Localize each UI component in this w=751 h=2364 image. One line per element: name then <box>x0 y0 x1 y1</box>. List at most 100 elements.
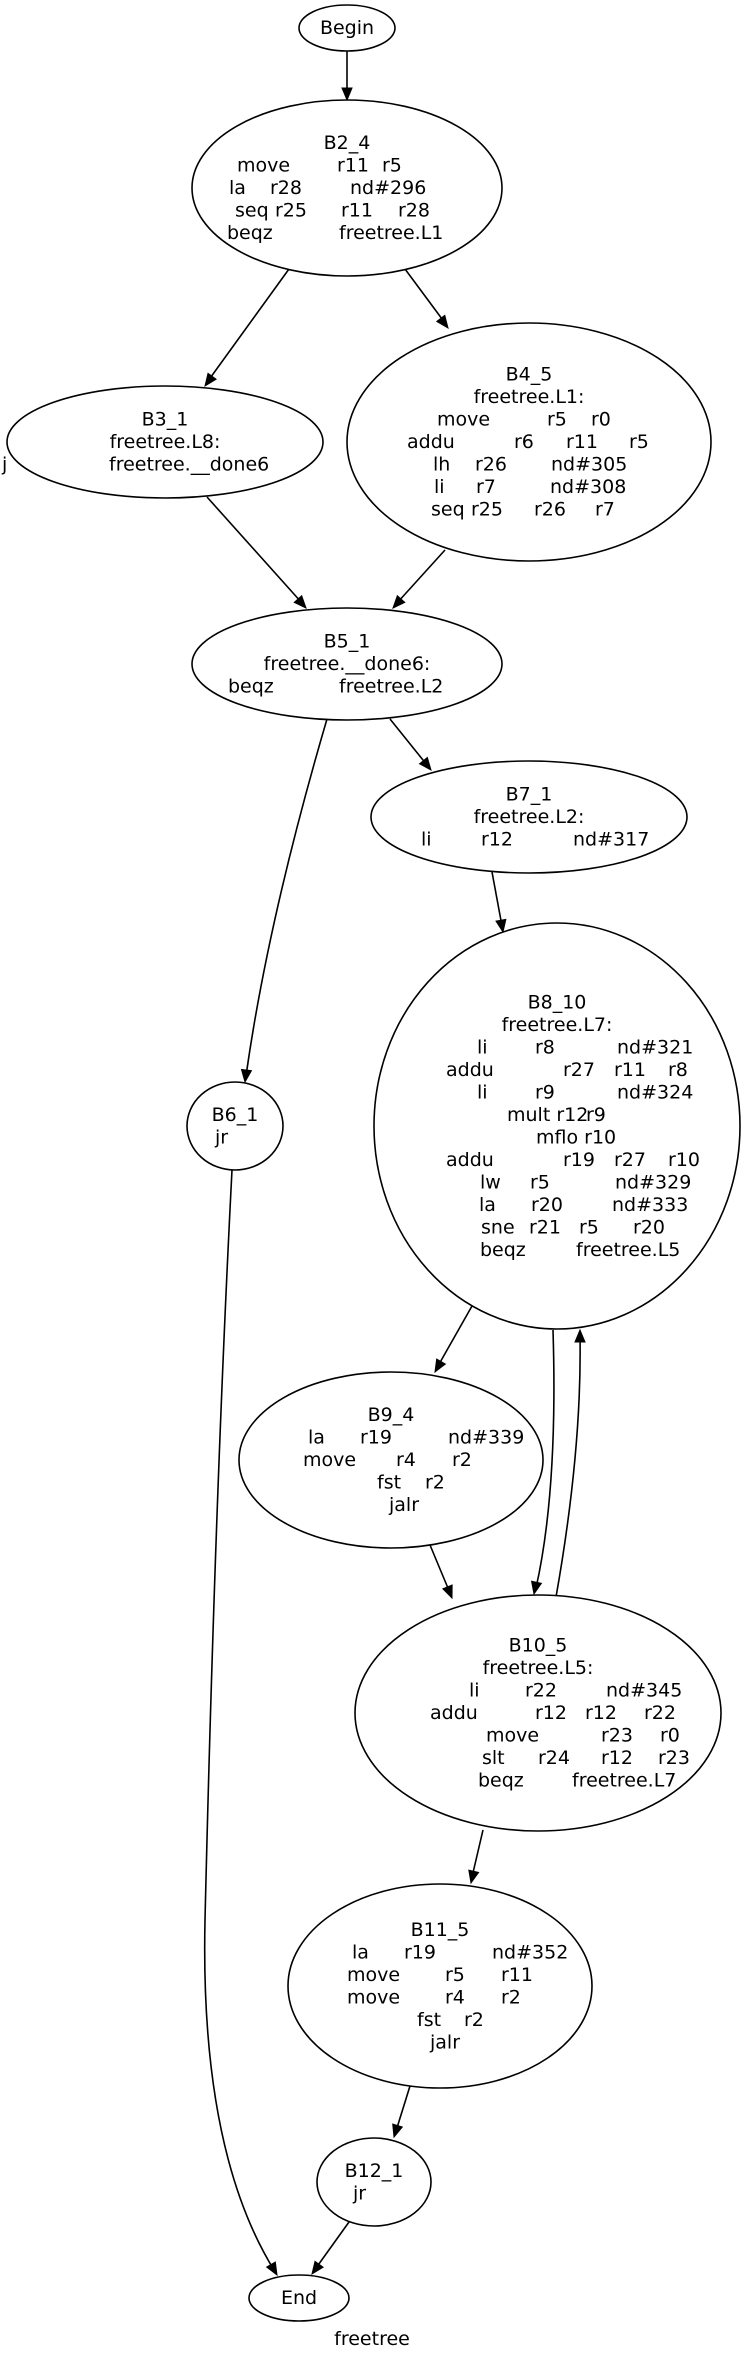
edge-b8_10-to-b10_5 <box>530 1329 555 1596</box>
arrowhead-icon <box>341 87 353 102</box>
instruction-opcode: la <box>352 1941 369 1963</box>
node-label: freetree.L8: <box>110 431 221 453</box>
instruction-operand: r23 <box>658 1747 690 1769</box>
node-title: Begin <box>320 17 374 39</box>
instruction-opcode: beqz <box>480 1239 526 1261</box>
instruction-operand: nd#333 <box>612 1194 688 1216</box>
arrowhead-icon <box>293 594 307 609</box>
instruction-operand: nd#345 <box>606 1680 682 1702</box>
instruction-operand: r19 <box>563 1149 595 1171</box>
instruction-operand: r6 <box>514 431 534 453</box>
instruction-opcode: lh <box>433 454 450 476</box>
edge-line <box>245 718 328 1077</box>
instruction-operand: r27 <box>563 1059 595 1081</box>
instruction-opcode: move <box>303 1449 356 1471</box>
instruction-operand: r2 <box>501 1986 521 2008</box>
node-ellipse <box>191 607 503 721</box>
edges-layer <box>203 51 586 2277</box>
instruction-operand: r21 <box>529 1216 561 1238</box>
node-ellipse <box>370 760 688 874</box>
instruction-opcode: slt <box>482 1747 505 1769</box>
instruction-operand: r28 <box>270 177 302 199</box>
instruction-operand: nd#324 <box>617 1081 693 1103</box>
arrowhead-icon <box>418 756 432 772</box>
edge-line <box>207 268 290 382</box>
instruction-operand: r7 <box>476 476 496 498</box>
instruction-operand: nd#296 <box>350 177 426 199</box>
node-title: B4_5 <box>506 364 553 386</box>
instruction-operand: r9 <box>535 1081 555 1103</box>
node-ellipse <box>287 1883 593 2089</box>
node-ellipse <box>316 2137 432 2227</box>
edge-b6_1-to-end <box>203 1169 278 2277</box>
instruction-opcode: move <box>437 409 490 431</box>
edge-b12_1-to-end <box>311 2221 350 2276</box>
instruction-operand: r22 <box>525 1680 557 1702</box>
edge-b5_1-to-b6_1 <box>240 718 328 1084</box>
edge-b2_4-to-b4_5 <box>404 268 449 330</box>
instruction-opcode: li <box>434 476 445 498</box>
instruction-operand: nd#321 <box>617 1036 693 1058</box>
node-ellipse <box>354 1594 722 1832</box>
instruction-operand: freetree.__done6 <box>109 454 269 476</box>
instruction-operand: r7 <box>595 499 615 521</box>
node-ellipse <box>248 2274 350 2322</box>
node-title: B12_1 <box>345 2160 404 2182</box>
arrowhead-icon <box>204 372 217 388</box>
node-title: B6_1 <box>212 1104 259 1126</box>
arrowhead-icon <box>265 2261 278 2277</box>
instruction-operand: r11 <box>337 155 369 177</box>
edge-b11_5-to-b12_1 <box>392 2085 411 2139</box>
instruction-opcode: lw <box>480 1171 501 1193</box>
node-label: freetree.L1: <box>474 386 585 408</box>
arrowhead-icon <box>435 314 449 330</box>
instruction-operand: r22 <box>644 1702 676 1724</box>
instruction-operand: r27 <box>614 1149 646 1171</box>
instruction-opcode: jr <box>214 1126 228 1148</box>
edge-line <box>429 1544 451 1594</box>
instruction-opcode: jr <box>352 2182 366 2204</box>
node-title: B10_5 <box>509 1635 568 1657</box>
arrowhead-icon <box>392 594 406 609</box>
instruction-operand: r5 <box>579 1216 599 1238</box>
instruction-operand: r26 <box>475 454 507 476</box>
node-title: B8_10 <box>528 991 587 1013</box>
edge-b10_5-to-b8_10 <box>555 1328 586 1598</box>
edge-line <box>389 718 428 766</box>
instruction-operand: nd#339 <box>448 1427 524 1449</box>
instruction-opcode: la <box>229 177 246 199</box>
instruction-opcode: la <box>479 1194 496 1216</box>
edge-line <box>396 549 446 604</box>
instruction-opcode: j <box>1 454 7 476</box>
instruction-operand: freetree.L1 <box>339 222 443 244</box>
instruction-opcode: addu <box>430 1702 478 1724</box>
instruction-opcode: jalr <box>388 1494 419 1516</box>
instruction-operand: r5 <box>382 155 402 177</box>
instruction-operand: r8 <box>535 1036 555 1058</box>
node-b6-1: B6_1jr <box>186 1081 284 1171</box>
instruction-operand: r12 <box>585 1702 617 1724</box>
arrowhead-icon <box>434 1358 447 1374</box>
instruction-operand: r12 <box>481 829 513 851</box>
instruction-opcode: sne <box>481 1216 515 1238</box>
node-b12-1: B12_1jr <box>316 2137 432 2227</box>
instruction-operand: r11 <box>566 431 598 453</box>
instruction-operand: nd#305 <box>551 454 627 476</box>
instruction-opcode: move <box>347 1964 400 1986</box>
node-label: freetree.L7: <box>502 1014 613 1036</box>
instruction-operand: r4 <box>396 1449 416 1471</box>
instruction-operand: r11 <box>341 200 373 222</box>
instruction-operand: r10 <box>668 1149 700 1171</box>
instruction-operand: r0 <box>660 1725 680 1747</box>
instruction-operand: r5 <box>547 409 567 431</box>
instruction-operand: r20 <box>531 1194 563 1216</box>
instruction-opcode: addu <box>446 1059 494 1081</box>
graph-caption: freetree <box>334 2328 410 2350</box>
arrowhead-icon <box>441 1584 453 1600</box>
